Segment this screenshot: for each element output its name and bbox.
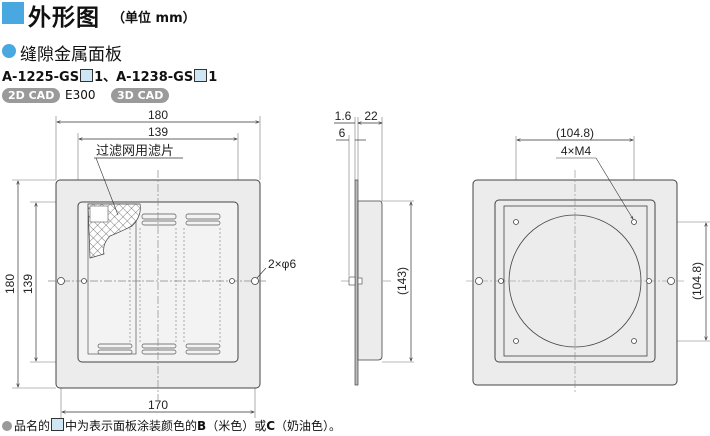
page-title: 外形图: [28, 5, 100, 31]
dim-width: 180: [148, 108, 168, 122]
dim-depth: 22: [364, 109, 378, 123]
bullet-icon: [2, 421, 12, 431]
color-note: 品名的中为表示面板涂装颜色的B（米色）或C（奶油色）。: [2, 417, 341, 434]
dim-v-pitch: (104.8): [690, 262, 704, 300]
note-text: 中为表示面板涂装颜色的: [65, 419, 198, 433]
dim-plate: 1.6: [335, 109, 352, 123]
model-numbers: A-1225-GS 1、A-1238-GS 1: [2, 66, 217, 85]
dim-inner-width: 139: [148, 125, 168, 139]
model-1: A-1225-GS: [2, 70, 80, 85]
model-2-suffix: 1: [208, 70, 218, 85]
cad-2d-button[interactable]: 2D CAD: [2, 88, 61, 103]
cad-3d-button[interactable]: 3D CAD: [111, 88, 170, 103]
note-text: 品名的: [14, 419, 51, 433]
side-plate: [354, 179, 359, 386]
title-marker-icon: [2, 2, 24, 24]
color-code-box-icon: [194, 69, 208, 82]
color-b-desc: （米色）或: [206, 419, 267, 433]
color-code-box-icon: [51, 418, 65, 431]
bullet-icon: [2, 44, 16, 58]
dim-offset: 6: [339, 126, 346, 140]
filter-label: 过滤网用滤片: [96, 143, 174, 158]
model-2: A-1238-GS: [116, 70, 194, 85]
color-code-c: C: [266, 419, 276, 433]
dim-inner-height: 139: [21, 274, 35, 294]
hole-label: 2×φ6: [268, 257, 296, 271]
cad-2d-code: E300: [65, 88, 96, 102]
unit-label: （单位 mm）: [112, 11, 196, 26]
dim-side-height: (143): [395, 267, 409, 295]
dim-hole-pitch: 170: [148, 398, 168, 412]
model-1-suffix: 1、: [94, 70, 117, 85]
dim-height: 180: [3, 274, 17, 294]
color-c-desc: （奶油色）。: [275, 419, 342, 433]
screw-label: 4×M4: [561, 144, 592, 158]
dim-h-pitch: (104.8): [556, 126, 594, 140]
color-code-b: B: [197, 419, 207, 433]
product-name: 缝隙金属面板: [20, 45, 122, 65]
color-code-box-icon: [80, 69, 94, 82]
